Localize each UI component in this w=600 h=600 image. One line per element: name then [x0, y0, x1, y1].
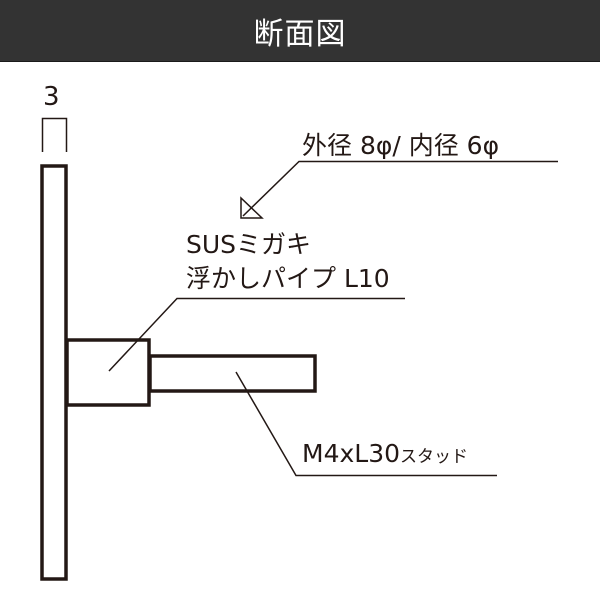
dimension-bracket [41, 117, 68, 152]
stud-label-main: M4xL30 [302, 439, 401, 468]
pipe-label-line2: 浮かしパイプ L10 [186, 264, 390, 293]
header-bar: 断面図 [0, 0, 600, 62]
stud-label: M4xL30スタッド [302, 439, 468, 468]
pipe [65, 338, 151, 407]
plate [40, 164, 68, 581]
diameter-label: 外径 8φ/ 内径 6φ [302, 131, 500, 160]
diameter-leader [242, 160, 558, 217]
dimension-label: 3 [43, 82, 60, 112]
page-title: 断面図 [253, 16, 347, 52]
pipe-label-line1: SUSミガキ [186, 230, 312, 259]
pipe-leader [108, 297, 405, 372]
stud [148, 354, 317, 393]
stud-leader [235, 371, 497, 477]
stud-label-suffix: スタッド [400, 447, 469, 467]
pipe-label: SUSミガキ 浮かしパイプ L10 [186, 228, 390, 296]
arrow-triangle-icon [240, 196, 264, 219]
